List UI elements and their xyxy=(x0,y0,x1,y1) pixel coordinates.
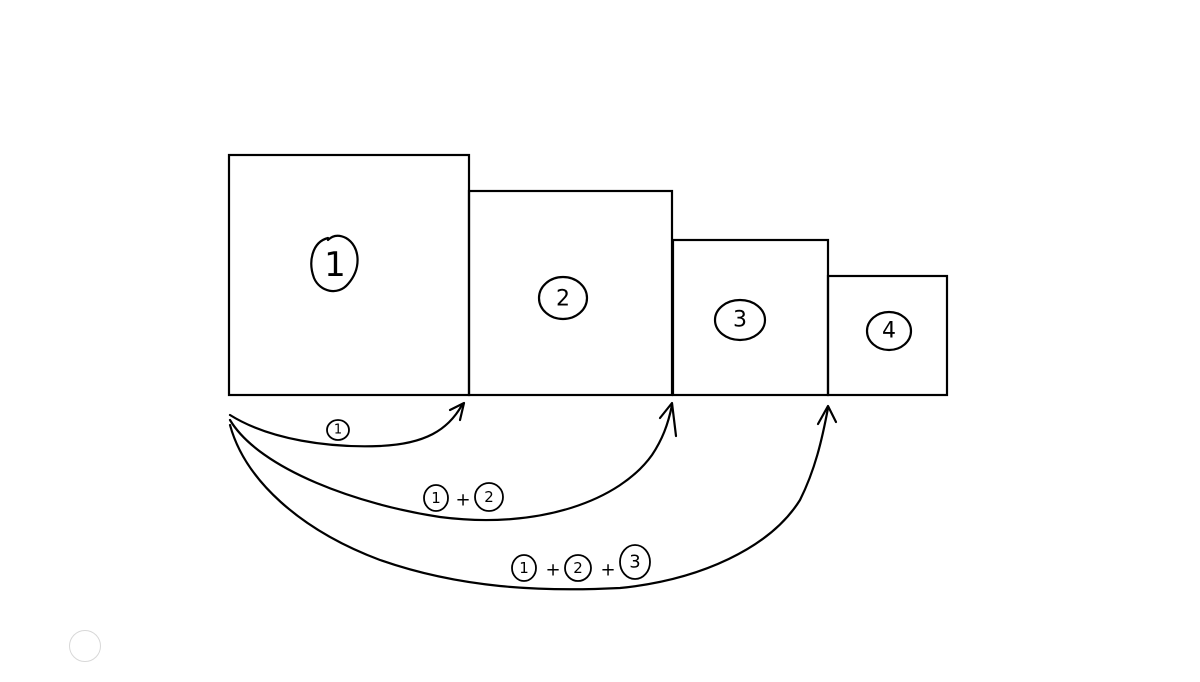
square-4-label: 4 xyxy=(865,310,913,352)
square-2-label: 2 xyxy=(537,275,589,321)
arrow-3-plus-1: + xyxy=(545,560,560,581)
square-3-number: 3 xyxy=(733,308,747,333)
square-3 xyxy=(671,238,830,397)
square-1 xyxy=(227,153,471,397)
square-3-label: 3 xyxy=(713,298,767,342)
arrow-3-term-1: 1 xyxy=(519,559,529,577)
arrow-2 xyxy=(228,401,678,522)
arrow-1-label: 1 xyxy=(326,419,350,441)
arrow-2-term-1: 1 xyxy=(431,489,441,507)
square-2 xyxy=(467,189,674,397)
arrow-2-term-2: 2 xyxy=(484,488,494,506)
arrow-3-label: 1 + 2 + 3 xyxy=(511,544,651,582)
arrow-2-plus: + xyxy=(455,490,470,511)
circle-button-icon[interactable] xyxy=(69,630,101,662)
arrow-3-term-2: 2 xyxy=(573,559,583,577)
square-4-number: 4 xyxy=(882,319,896,344)
arrow-1-term-1: 1 xyxy=(334,423,342,438)
square-4 xyxy=(826,274,949,397)
arrow-3-term-3: 3 xyxy=(629,552,640,573)
arrow-3-plus-2: + xyxy=(600,560,615,581)
arrow-1 xyxy=(228,401,466,448)
arrow-2-label: 1 + 2 xyxy=(423,482,504,512)
arrow-3 xyxy=(228,404,838,591)
square-1-number: 1 xyxy=(324,245,346,285)
square-1-label: 1 xyxy=(310,234,359,293)
square-2-number: 2 xyxy=(556,287,570,312)
